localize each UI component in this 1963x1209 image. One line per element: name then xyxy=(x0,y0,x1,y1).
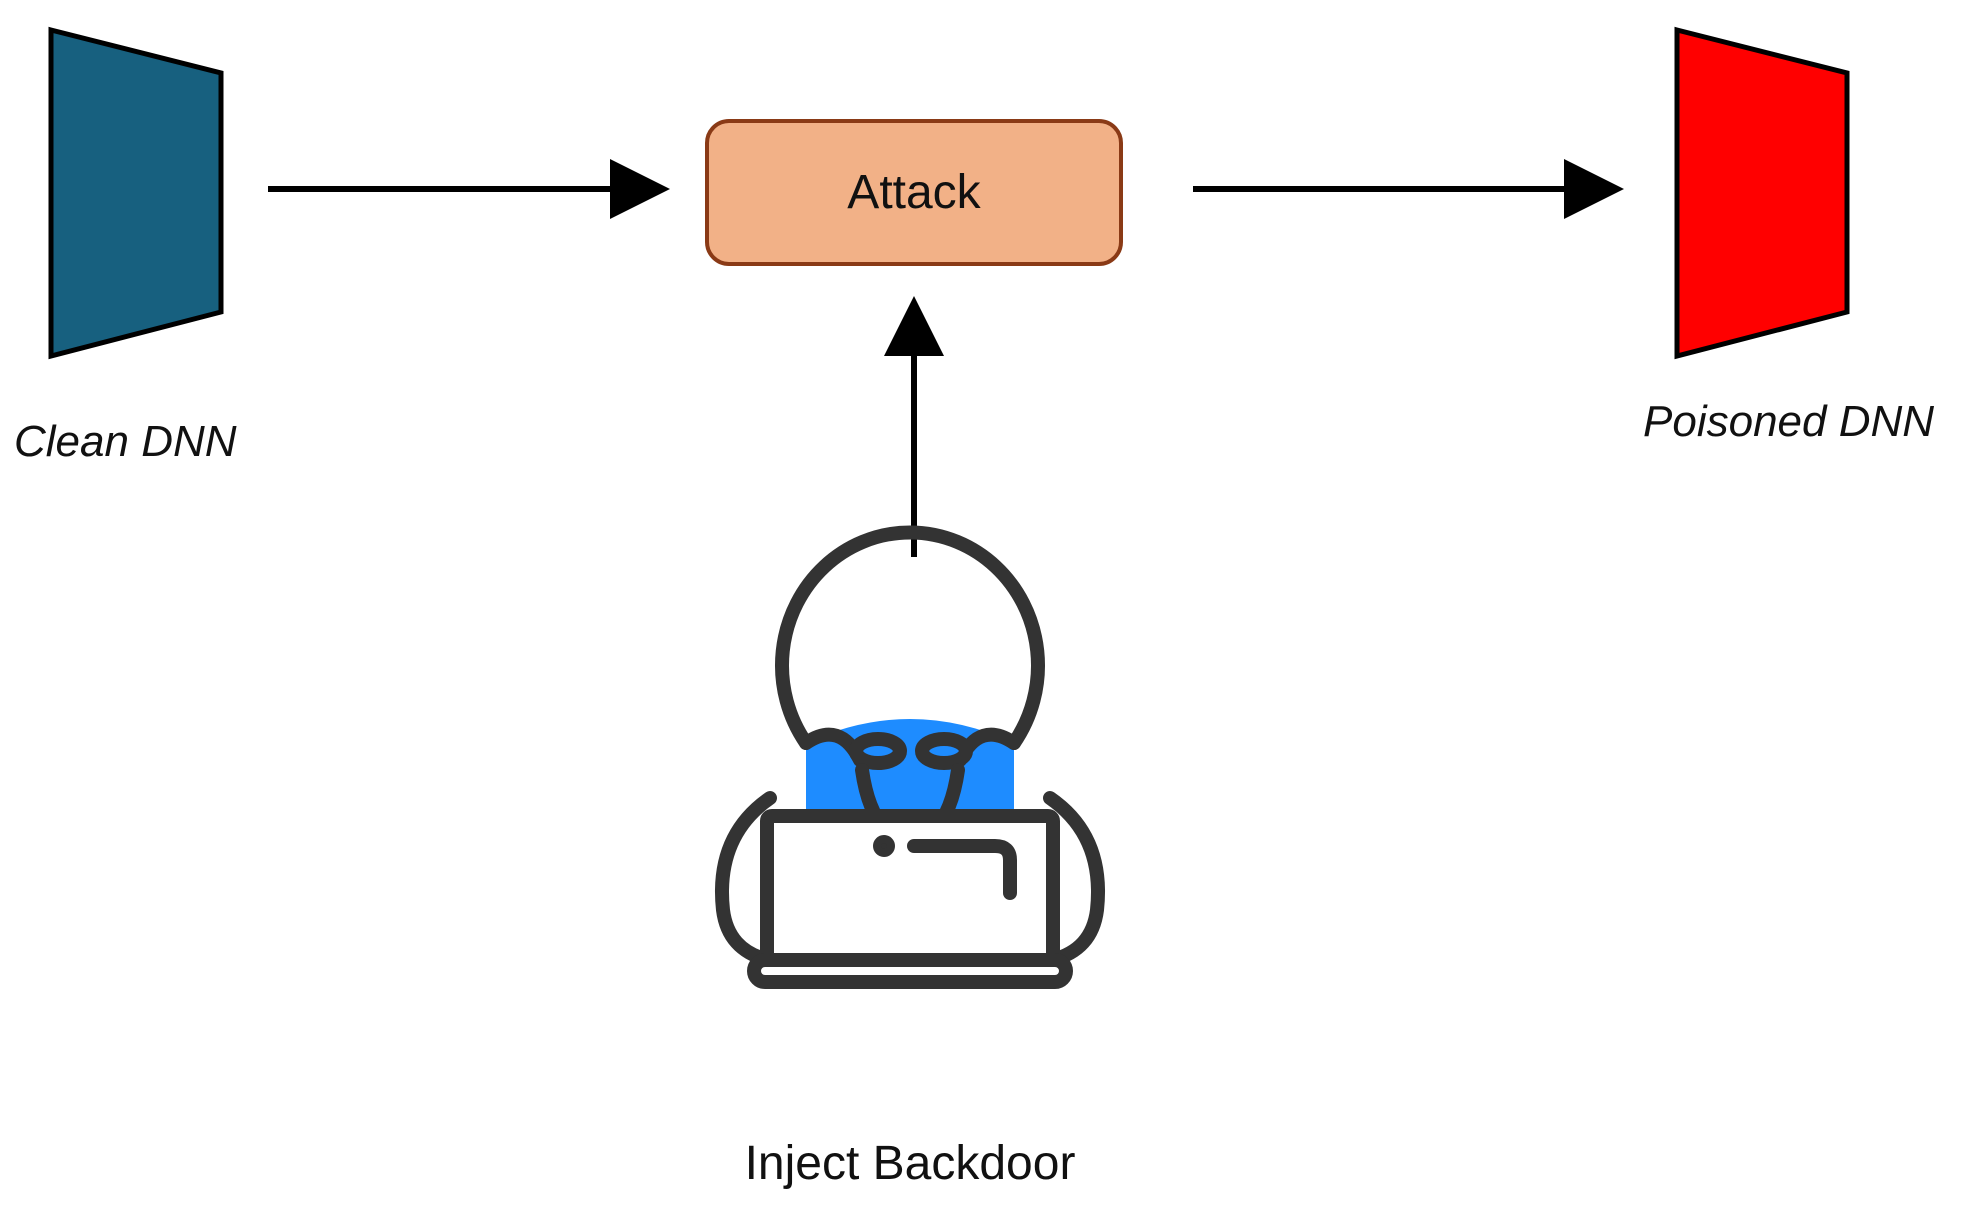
clean-dnn-shape xyxy=(48,26,224,360)
clean-dnn-label: Clean DNN xyxy=(14,417,237,466)
poisoned-dnn-shape xyxy=(1674,26,1850,360)
attack-box xyxy=(705,119,1123,266)
poisoned-dnn-label: Poisoned DNN xyxy=(1643,397,1935,446)
inject-backdoor-label: Inject Backdoor xyxy=(744,1137,1076,1190)
hacker-laptop-icon xyxy=(715,525,1105,989)
attack-label: Attack xyxy=(847,165,981,219)
